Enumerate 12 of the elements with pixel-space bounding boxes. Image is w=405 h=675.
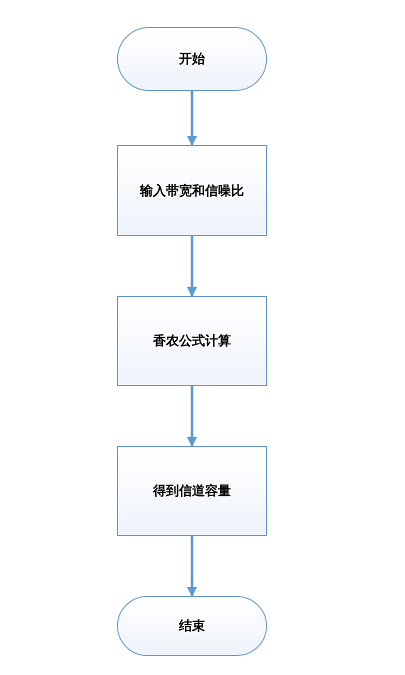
arrow (187, 536, 197, 597)
node-label: 开始 (179, 51, 205, 68)
node-label: 香农公式计算 (153, 333, 231, 350)
process-box (117, 145, 267, 236)
process-box (117, 446, 267, 536)
process-box (117, 296, 267, 386)
node-label: 结束 (179, 618, 205, 635)
node-label: 得到信道容量 (153, 482, 231, 500)
node-label: 输入带宽和信噪比 (140, 182, 244, 200)
arrow (187, 91, 197, 146)
arrow (187, 236, 197, 297)
arrow (187, 386, 197, 447)
